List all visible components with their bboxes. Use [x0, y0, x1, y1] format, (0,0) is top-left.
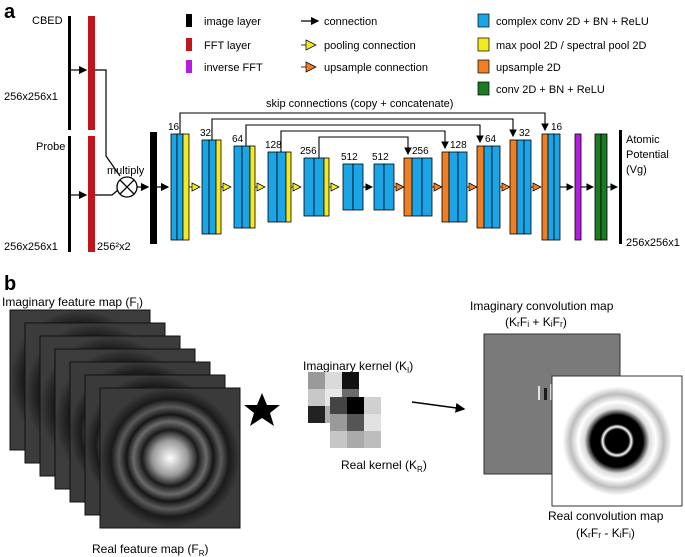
- real-conv-title: Real convolution map: [548, 509, 664, 523]
- cbed-fft-layer: [88, 16, 95, 130]
- imag-kernel-label: Imaginary kernel (KI): [303, 359, 413, 375]
- channels-512-b: 512: [372, 152, 389, 163]
- channels-16-dec: 16: [551, 122, 563, 133]
- channels-64-enc: 64: [232, 134, 244, 145]
- panel-b-label: b: [4, 273, 16, 295]
- channels-32-enc: 32: [200, 128, 212, 139]
- imag-conv-formula: (KᵣFᵢ + KᵢFᵣ): [505, 315, 567, 329]
- real-feature-map: [99, 387, 241, 529]
- channels-16-enc: 16: [168, 122, 180, 133]
- cbed-size: 256x256x1: [4, 91, 58, 103]
- real-kernel-label: Real kernel (KR): [341, 458, 427, 474]
- legend-complex-conv: complex conv 2D + BN + ReLU: [496, 16, 649, 28]
- probe-fft-layer: [88, 136, 95, 252]
- inverse-fft-layer: [574, 133, 582, 241]
- output-size: 256x256x1: [626, 237, 680, 249]
- legend-upsample: upsample 2D: [496, 62, 561, 74]
- legend-fft-layer: FFT layer: [204, 40, 251, 52]
- legend-pooling-connection: pooling connection: [324, 40, 416, 52]
- output-image-layer: [619, 130, 622, 244]
- convolution-star-icon: [244, 393, 280, 426]
- legend-max-pool: max pool 2D / spectral pool 2D: [496, 40, 646, 52]
- channels-256-enc: 256: [300, 146, 317, 157]
- legend-upsample-connection: upsample connection: [324, 62, 428, 74]
- legend-conv2d: conv 2D + BN + ReLU: [496, 84, 605, 96]
- real-feature-label: Real feature map (FR): [92, 542, 209, 557]
- channels-512-a: 512: [341, 152, 358, 163]
- output-label-1: Atomic: [626, 134, 660, 146]
- probe-image-layer: [68, 136, 71, 252]
- real-conv-formula: (KᵣFᵣ - KᵢFᵢ): [576, 526, 635, 540]
- output-label-3: (Vg): [626, 164, 647, 176]
- panel-a-label: a: [4, 1, 16, 23]
- cbed-image-layer: [68, 16, 71, 130]
- imag-conv-title: Imaginary convolution map: [470, 299, 614, 313]
- skip-label: skip connections (copy + concatenate): [266, 98, 453, 110]
- legend-connection: connection: [324, 16, 377, 28]
- legend-inverse-fft: inverse FFT: [204, 62, 263, 74]
- probe-label: Probe: [36, 141, 65, 153]
- channels-256-dec: 256: [412, 146, 429, 157]
- probe-size: 256x256x1: [4, 241, 58, 253]
- real-kernel: [330, 397, 381, 448]
- imag-feature-label: Imaginary feature map (FI): [2, 295, 143, 311]
- combined-image-layer: [150, 132, 157, 244]
- combined-size: 256²x2: [97, 241, 131, 253]
- multiply-label: multiply: [107, 165, 145, 177]
- real-conv-map: [551, 375, 683, 507]
- channels-64-dec: 64: [485, 134, 497, 145]
- cbed-label: CBED: [32, 15, 63, 27]
- channels-32-dec: 32: [519, 128, 531, 139]
- legend-image-layer: image layer: [204, 16, 261, 28]
- output-label-2: Potential: [626, 149, 669, 161]
- channels-128-enc: 128: [265, 140, 282, 151]
- channels-128-dec: 128: [450, 140, 467, 151]
